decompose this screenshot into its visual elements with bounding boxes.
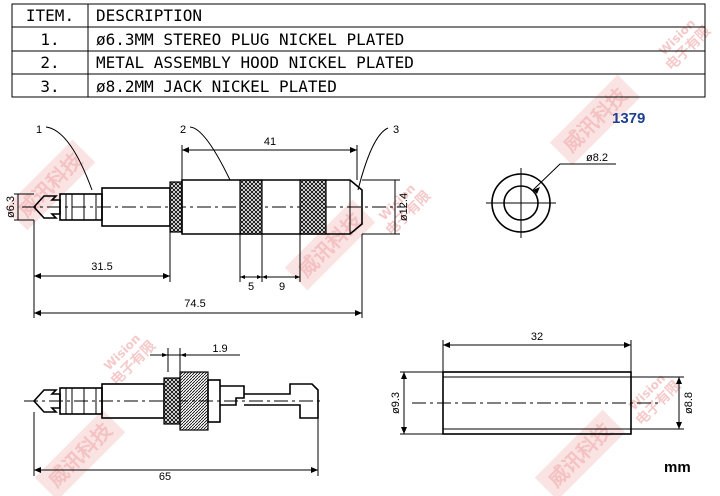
dim-label: 65: [159, 471, 171, 483]
terminal: [220, 385, 245, 406]
part-number: 1379: [612, 110, 645, 127]
terminal-lug: [244, 383, 319, 419]
watermark: Wision 电子有限: [101, 331, 159, 389]
dim-label: 9: [279, 281, 285, 293]
table-row-description: ø8.2MM JACK NICKEL PLATED: [96, 77, 337, 96]
dim-label: 32: [531, 331, 543, 343]
thread-section: [163, 377, 181, 425]
dim-label: ø9.3: [390, 392, 402, 414]
dim-label: 1.9: [212, 343, 227, 355]
table-row-description: METAL ASSEMBLY HOOD NICKEL PLATED: [96, 53, 414, 72]
callout-leader: [189, 126, 231, 181]
hood-washer: [179, 371, 209, 431]
svg-text:威讯科技: 威讯科技: [43, 418, 117, 492]
table-row-description: ø6.3MM STEREO PLUG NICKEL PLATED: [96, 30, 404, 49]
dim-label: 5: [248, 281, 254, 293]
callout-number: 2: [180, 124, 186, 136]
plug-assembly-view: 41 31.5 74.5 5 9 ø6.3 ø12.4 1: [5, 124, 410, 318]
parts-table: ITEM. DESCRIPTION 1. ø6.3MM STEREO PLUG …: [11, 3, 706, 98]
svg-text:威讯科技: 威讯科技: [13, 148, 87, 222]
table-row-item: 3.: [40, 77, 59, 96]
table-row-item: 1.: [40, 30, 59, 49]
dim-label: ø6.3: [5, 196, 17, 218]
dim-label: 31.5: [91, 261, 112, 273]
table-row-item: 2.: [40, 53, 59, 72]
plug-side-view: 1.9 65: [24, 343, 320, 483]
callout-leader: [45, 126, 93, 191]
jack-end-view: ø8.2: [486, 152, 616, 238]
knurl-band: [239, 179, 263, 235]
knurl-band: [299, 179, 327, 235]
watermark: 威讯科技: [534, 409, 626, 496]
table-header-item: ITEM.: [26, 6, 74, 25]
callout-number: 1: [36, 124, 42, 136]
callout-number: 3: [393, 124, 399, 136]
dim-label: 41: [264, 136, 276, 148]
table-header-description: DESCRIPTION: [96, 6, 202, 25]
dim-label: ø8.2: [586, 152, 608, 164]
unit-label: mm: [664, 459, 691, 476]
callout-leader: [357, 127, 389, 191]
callout-leader: [532, 163, 616, 191]
sleeve-view: 32 ø9.3 ø8.8: [390, 331, 695, 435]
dim-label: ø12.4: [398, 193, 410, 221]
dim-label: 74.5: [184, 298, 205, 310]
dim-label: ø8.8: [683, 392, 695, 414]
thread-section: [169, 181, 183, 233]
watermark: 威讯科技: [34, 409, 126, 496]
